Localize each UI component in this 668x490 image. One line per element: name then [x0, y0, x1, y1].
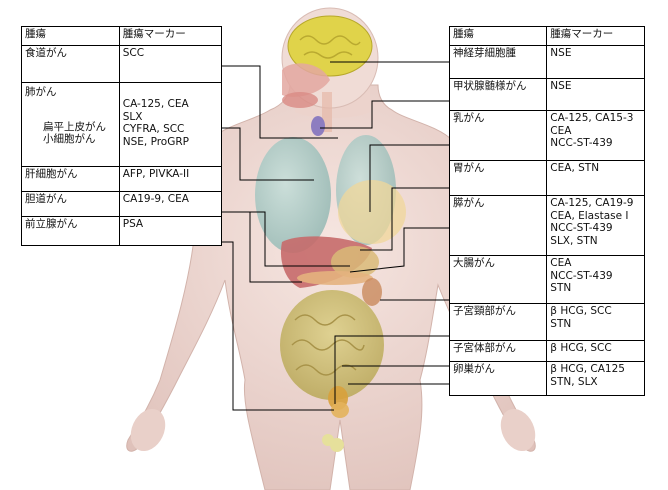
- tumor-name: 胃がん: [448, 160, 548, 196]
- table-row: 肺がん 扁平上皮がん 小細胞がん CA-125, CEA SLX CYFRA, …: [21, 82, 223, 167]
- connector-breast: [369, 144, 449, 212]
- tumor-name: 乳がん: [448, 110, 548, 161]
- marker-values: CEA NCC-ST-439 STN: [546, 255, 645, 304]
- marker-line: CA-125, CA15-3: [550, 112, 634, 124]
- table-row: 肝細胞がん AFP, PIVKA-II: [21, 166, 223, 192]
- header-marker: 腫瘍マーカー: [546, 26, 645, 46]
- tumor-name: 卵巣がん: [448, 361, 548, 396]
- trachea: [322, 92, 332, 132]
- marker-lung-main2: SLX: [122, 110, 143, 123]
- marker-values: SCC: [118, 45, 223, 83]
- marker-line: NCC-ST-439: [550, 222, 613, 235]
- nasal-cavity: [282, 63, 330, 97]
- marker-line: CA-125, CA19-9: [550, 197, 634, 209]
- connector-lung: [222, 127, 314, 181]
- tumor-name: 子宮頸部がん: [448, 303, 548, 341]
- kidney: [362, 278, 382, 306]
- marker-values: CA-125, CA15-3 CEA NCC-ST-439: [546, 110, 645, 161]
- tumor-subtype-squamous: 扁平上皮がん: [43, 120, 106, 133]
- marker-line: CEA: [550, 124, 572, 137]
- tumor-name: 膵がん: [448, 195, 548, 256]
- tumor-name: 前立腺がん: [21, 216, 120, 246]
- connector-biliary: [222, 211, 350, 267]
- marker-values: CA-125, CA19-9 CEA, Elastase I NCC-ST-43…: [546, 195, 645, 256]
- connector-stomach: [360, 187, 449, 251]
- uterus: [331, 402, 349, 418]
- marker-line: NCC-ST-439: [550, 137, 613, 150]
- left-hand: [130, 408, 166, 452]
- table-row: 甲状腺髄様がん NSE: [448, 78, 645, 111]
- connector-thyroid: [320, 100, 449, 129]
- testis-1: [330, 438, 344, 452]
- right-marker-table: 腫瘍 腫瘍マーカー 神経芽細胞腫 NSE 甲状腺髄様がん NSE 乳がん CA-…: [448, 26, 645, 396]
- marker-line: NCC-ST-439: [550, 269, 613, 282]
- table-row: 胃がん CEA, STN: [448, 160, 645, 196]
- tumor-name: 肝細胞がん: [21, 166, 120, 192]
- header-tumor: 腫瘍: [448, 26, 548, 46]
- marker-line: STN, SLX: [550, 375, 598, 388]
- marker-values: AFP, PIVKA-II: [118, 166, 223, 192]
- marker-values: β HCG, CA125 STN, SLX: [546, 361, 645, 396]
- connector-lines: [222, 61, 449, 411]
- marker-line: CEA, Elastase I: [550, 209, 629, 222]
- marker-squamous: CYFRA, SCC: [122, 123, 185, 136]
- table-row: 胆道がん CA19-9, CEA: [21, 191, 223, 217]
- marker-values: NSE: [546, 78, 645, 111]
- table-row: 大腸がん CEA NCC-ST-439 STN: [448, 255, 645, 304]
- thyroid: [311, 116, 325, 136]
- table-row: 乳がん CA-125, CA15-3 CEA NCC-ST-439: [448, 110, 645, 161]
- marker-values: CEA, STN: [546, 160, 645, 196]
- left-marker-table: 腫瘍 腫瘍マーカー 食道がん SCC 肺がん 扁平上皮がん 小細胞がん CA-1…: [21, 26, 223, 246]
- tumor-name: 大腸がん: [448, 255, 548, 304]
- marker-values: β HCG, SCC: [546, 340, 645, 362]
- tumor-name-lung: 肺がん: [25, 86, 57, 98]
- connector-pancreas: [349, 227, 449, 273]
- marker-line: SLX, STN: [550, 234, 598, 247]
- marker-line: β HCG, CA125: [550, 363, 625, 375]
- connector-cervix: [334, 335, 449, 404]
- marker-values: β HCG, SCC STN: [546, 303, 645, 341]
- left-table-header: 腫瘍 腫瘍マーカー: [21, 26, 223, 46]
- table-row: 卵巣がん β HCG, CA125 STN, SLX: [448, 361, 645, 396]
- marker-values: CA-125, CEA SLX CYFRA, SCC NSE, ProGRP: [118, 82, 223, 167]
- marker-line: β HCG, SCC: [550, 305, 612, 317]
- marker-values: NSE: [546, 45, 645, 79]
- marker-values: CA19-9, CEA: [118, 191, 223, 217]
- tumor-name: 神経芽細胞腫: [448, 45, 548, 79]
- brain-folds: [299, 35, 361, 59]
- pancreas: [297, 271, 373, 285]
- table-row: 膵がん CA-125, CA19-9 CEA, Elastase I NCC-S…: [448, 195, 645, 256]
- marker-values: PSA: [118, 216, 223, 246]
- marker-line: STN: [550, 317, 572, 330]
- right-table-header: 腫瘍 腫瘍マーカー: [448, 26, 645, 46]
- connector-prostate: [222, 241, 334, 411]
- table-row: 神経芽細胞腫 NSE: [448, 45, 645, 79]
- tumor-name: 肺がん 扁平上皮がん 小細胞がん: [21, 82, 120, 167]
- header-marker: 腫瘍マーカー: [118, 26, 223, 46]
- table-row: 子宮体部がん β HCG, SCC: [448, 340, 645, 362]
- tumor-name: 子宮体部がん: [448, 340, 548, 362]
- table-row: 前立腺がん PSA: [21, 216, 223, 246]
- marker-line: CEA: [550, 257, 572, 269]
- table-row: 食道がん SCC: [21, 45, 223, 83]
- connector-esophagus: [222, 65, 338, 139]
- tumor-name: 胆道がん: [21, 191, 120, 217]
- intestine-folds: [291, 314, 365, 376]
- tumor-subtype-small-cell: 小細胞がん: [43, 133, 96, 146]
- marker-small-cell: NSE, ProGRP: [122, 135, 189, 148]
- right-hand: [500, 408, 536, 452]
- mouth-cavity: [282, 92, 318, 108]
- header-tumor: 腫瘍: [21, 26, 120, 46]
- tumor-name: 甲状腺髄様がん: [448, 78, 548, 111]
- organs: [255, 15, 406, 452]
- marker-line: STN: [550, 282, 572, 295]
- marker-lung-main: CA-125, CEA: [122, 98, 189, 110]
- brain: [287, 15, 373, 77]
- tumor-name: 食道がん: [21, 45, 120, 83]
- breast: [338, 180, 406, 244]
- table-row: 子宮頸部がん β HCG, SCC STN: [448, 303, 645, 341]
- left-lung: [255, 137, 331, 253]
